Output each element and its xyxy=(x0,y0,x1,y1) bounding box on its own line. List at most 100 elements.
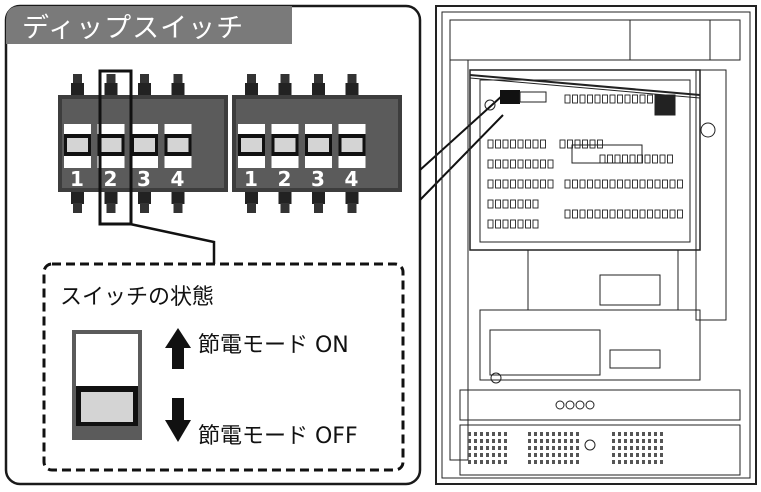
board-chip xyxy=(487,219,494,229)
dip-pin-bottom-base xyxy=(71,192,84,204)
vent-hole xyxy=(558,460,561,464)
vent-hole xyxy=(504,439,507,443)
board-chip xyxy=(517,179,524,189)
dip-slider xyxy=(274,138,296,152)
dip-switch-number-right-3: 3 xyxy=(311,167,325,191)
vent-hole xyxy=(612,439,615,443)
board-chip xyxy=(647,179,653,189)
dip-pin-bottom-base xyxy=(245,192,258,204)
zoom-line-bottom xyxy=(419,114,504,201)
vent-hole xyxy=(498,432,501,436)
board-chip xyxy=(617,94,623,104)
dip-switch-number-right-1: 1 xyxy=(244,167,258,191)
vent-hole xyxy=(642,432,645,436)
label-power-save-on: 節電モード ON xyxy=(198,333,349,358)
dip-pin-bottom xyxy=(140,203,149,213)
dip-pin-bottom xyxy=(173,203,183,213)
dip-pin-top-base xyxy=(278,83,292,95)
vent-hole xyxy=(660,446,663,450)
dip-switch-number-left-4: 4 xyxy=(171,167,185,191)
board-chip xyxy=(652,154,658,164)
machine-interior-drawing xyxy=(435,5,757,485)
board-chip xyxy=(487,139,494,149)
vent-hole xyxy=(468,446,471,450)
vent-hole xyxy=(558,439,561,443)
vent-hole xyxy=(642,439,645,443)
board-chip xyxy=(510,159,516,169)
board-chip xyxy=(589,139,596,149)
dip-pin-top-base xyxy=(312,83,325,95)
dip-pin-bottom xyxy=(280,203,290,213)
board-component xyxy=(654,94,676,116)
board-chip xyxy=(639,179,646,189)
board-chip xyxy=(532,219,539,229)
vent-hole xyxy=(576,432,579,436)
board-chip xyxy=(510,179,516,189)
vent-hole xyxy=(636,453,639,457)
dip-pin-bottom-base xyxy=(171,192,185,204)
vent-hole xyxy=(564,432,567,436)
board-chip xyxy=(599,154,606,164)
board-chip xyxy=(617,179,623,189)
vent-hole xyxy=(576,439,579,443)
board-chip xyxy=(495,139,501,149)
vent-hole xyxy=(540,453,543,457)
board-chip xyxy=(547,159,554,169)
vent-hole xyxy=(474,460,477,464)
board-chip xyxy=(602,209,608,219)
vent-hole xyxy=(618,446,621,450)
board-chip xyxy=(525,199,531,209)
board-chip xyxy=(517,159,524,169)
board-chip xyxy=(495,199,501,209)
dip-slider xyxy=(67,138,88,152)
vent-hole xyxy=(648,439,651,443)
screw xyxy=(584,439,596,451)
board-chip xyxy=(502,219,509,229)
vent-hole xyxy=(468,432,471,436)
vent-hole xyxy=(480,432,483,436)
motor-unit xyxy=(599,274,661,306)
vent-hole xyxy=(624,446,627,450)
board-chip xyxy=(669,209,676,219)
board-chip xyxy=(632,94,638,104)
big-switch-slider xyxy=(81,392,133,422)
board-chip xyxy=(574,139,581,149)
board-chip xyxy=(579,179,586,189)
board-chip xyxy=(594,209,601,219)
vent-hole xyxy=(474,432,477,436)
vent-hole xyxy=(468,460,471,464)
board-chip xyxy=(624,94,631,104)
dip-pin-top xyxy=(173,74,183,84)
vent-hole xyxy=(552,446,555,450)
board-chip xyxy=(624,209,631,219)
board-chip xyxy=(517,199,524,209)
dip-switch-number-right-2: 2 xyxy=(278,167,292,191)
board-chip xyxy=(564,209,571,219)
vent-hole xyxy=(546,439,549,443)
board-chip xyxy=(495,219,501,229)
dip-pin-top xyxy=(314,74,323,84)
board-chip xyxy=(559,139,566,149)
base-rail-hole xyxy=(575,400,585,410)
vent-hole xyxy=(636,446,639,450)
dip-pin-top-base xyxy=(138,83,151,95)
vent-hole xyxy=(492,439,495,443)
vent-hole xyxy=(492,453,495,457)
vent-hole xyxy=(612,432,615,436)
board-chip xyxy=(532,139,539,149)
dip-pin-top xyxy=(140,74,149,84)
vent-hole xyxy=(624,432,627,436)
screw xyxy=(490,372,502,384)
board-chip xyxy=(632,179,638,189)
big-switch-upper xyxy=(76,334,138,388)
vent-hole xyxy=(468,453,471,457)
dip-pin-bottom-base xyxy=(104,192,118,204)
board-chip xyxy=(532,199,539,209)
vent-hole xyxy=(648,460,651,464)
cable-harness xyxy=(527,249,679,311)
vent-hole xyxy=(630,453,633,457)
vent-hole xyxy=(612,446,615,450)
board-chip xyxy=(567,139,573,149)
board-chip xyxy=(629,154,636,164)
